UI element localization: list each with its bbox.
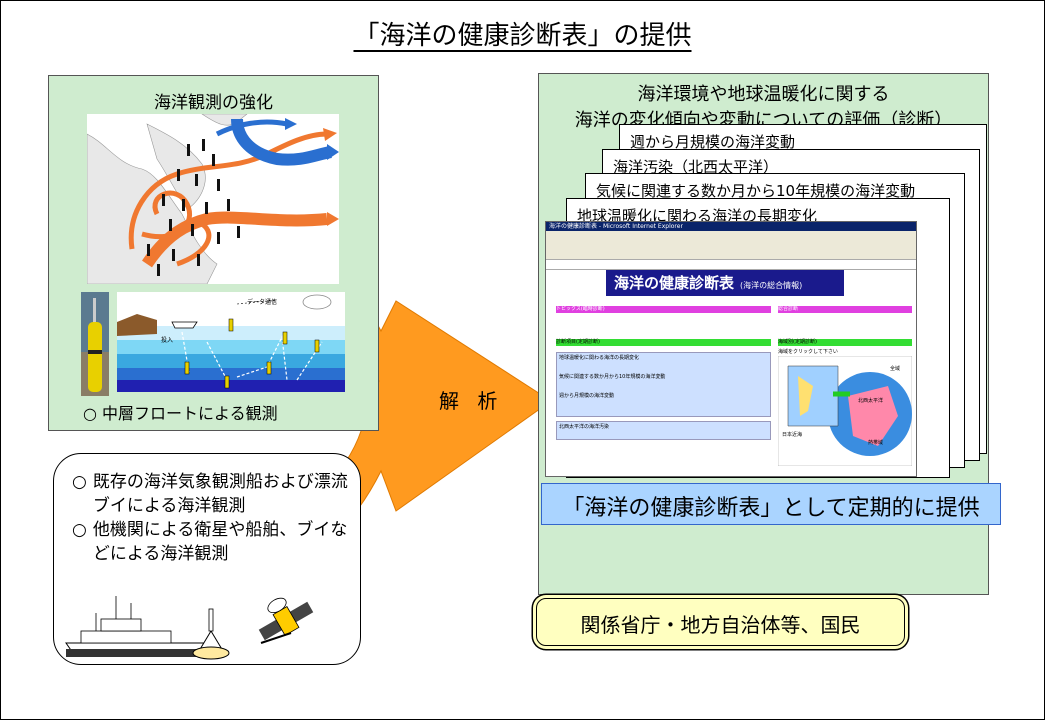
recipients-box: 関係省庁・地方自治体等、国民 xyxy=(536,598,905,646)
bullet-text: 既存の海洋気象観測船および漂流ブイによる海洋観測 xyxy=(92,472,348,516)
map-label: 全域 xyxy=(890,365,900,372)
bullet-item: ○ 既存の海洋気象観測船および漂流ブイによる海洋観測 xyxy=(72,470,348,518)
list-item[interactable]: 週から月規模の海洋変動 xyxy=(559,393,615,399)
ship-buoy-satellite-illustration xyxy=(65,596,314,660)
evaluation-title-line1: 海洋環境や地球温暖化に関する xyxy=(637,84,890,105)
ocean-current-map xyxy=(87,114,339,284)
overall-section-header: 総合診断 xyxy=(778,306,912,313)
scroll-banner: 「海洋の健康診断表」として定期的に提供 xyxy=(541,483,1001,525)
float-photo xyxy=(81,292,109,396)
list-item[interactable]: 地球温暖化に関わる海洋の長期変化 xyxy=(559,355,640,361)
browser-title-bar: 海洋の健康診断表 - Microsoft Internet Explorer xyxy=(546,222,916,231)
regular-section-header: 診断項目(定期診断) xyxy=(556,339,771,346)
diagram-label-data: データ通信 xyxy=(247,298,277,306)
analysis-label: 解 析 xyxy=(439,389,504,413)
other-observations-callout: ○ 既存の海洋気象観測船および漂流ブイによる海洋観測 ○ 他機関による衛星や船舶… xyxy=(53,453,361,665)
oyashio-current xyxy=(231,118,333,166)
observation-panel: 海洋観測の強化 xyxy=(48,75,379,431)
map-hint: 海域をクリックして下さい xyxy=(778,349,838,355)
bullet-marker: ○ xyxy=(72,472,87,492)
float-caption: ○ 中層フロートによる観測 xyxy=(83,404,278,423)
browser-menubar xyxy=(546,231,916,239)
kuroshio-current xyxy=(142,211,328,268)
map-label: 日本近海 xyxy=(782,431,802,438)
browser-toolbar xyxy=(546,239,916,260)
sea-area-map[interactable]: 日本近海 北西太平洋 熱帯域 全域 xyxy=(777,355,913,467)
site-banner: 海洋の健康診断表(海洋の総合情報) xyxy=(606,270,844,296)
bullet-marker: ○ xyxy=(72,520,87,540)
browser-address-bar xyxy=(546,260,916,270)
bullet-text: 他機関による衛星や船舶、ブイなどによる海洋観測 xyxy=(92,520,348,564)
observation-title: 海洋観測の強化 xyxy=(154,93,273,113)
bullet-item: ○ 他機関による衛星や船舶、ブイなどによる海洋観測 xyxy=(72,518,348,566)
topics-header: トピックス(臨時診断) xyxy=(556,306,771,313)
list-item[interactable]: 北西太平洋の海洋汚染 xyxy=(559,424,610,430)
scroll-banner-text: 「海洋の健康診断表」として定期的に提供 xyxy=(562,496,980,521)
list-item[interactable]: 気候に関連する数か月から10年規模の海洋変動 xyxy=(559,374,666,380)
map-label: 北西太平洋 xyxy=(858,397,883,404)
map-label: 熱帯域 xyxy=(868,439,883,446)
diagram-label-deploy: 投入 xyxy=(161,336,173,344)
browser-screenshot: 海洋の健康診断表 - Microsoft Internet Explorer 海… xyxy=(545,221,917,477)
recipients-text: 関係省庁・地方自治体等、国民 xyxy=(580,613,861,637)
sea-section-header: 海域別(定期診断) xyxy=(778,339,912,346)
page-title: 「海洋の健康診断表」の提供 xyxy=(353,21,692,51)
float-cycle-diagram: データ通信 投入 xyxy=(117,292,345,392)
